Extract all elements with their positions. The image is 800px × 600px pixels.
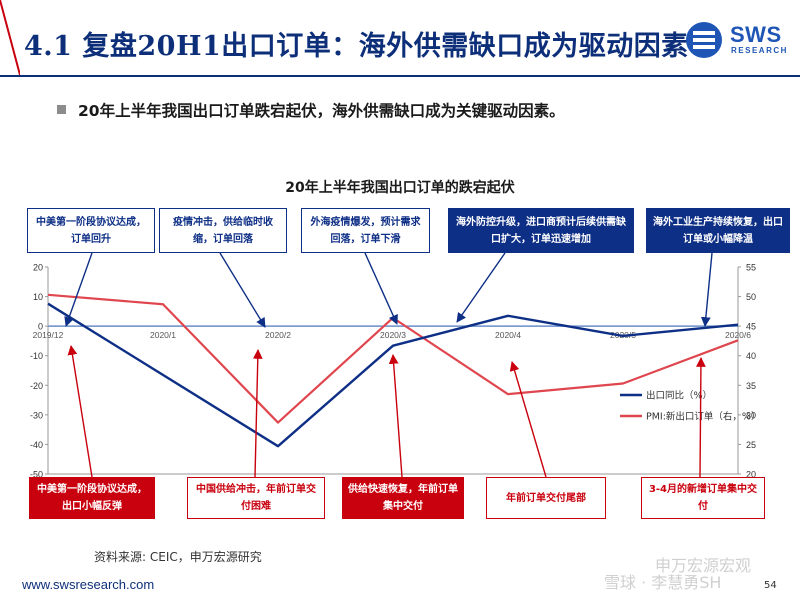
footer-url[interactable]: www.swsresearch.com: [22, 577, 155, 592]
y-left-tick-label: 0: [38, 322, 43, 332]
logo-text: SWS: [730, 22, 782, 47]
series-line-export-yoy: [47, 302, 739, 448]
annotation-bottom-3: 供给快速恢复，年前订单集中交付: [342, 477, 464, 519]
annotation-bottom-arrow: [388, 354, 403, 478]
annotation-bottom-1: 中美第一阶段协议达成，出口小幅反弹: [29, 477, 155, 519]
x-tick-label: 2020/1: [150, 330, 176, 340]
y-right-tick-label: 30: [746, 410, 756, 420]
annotation-top-arrow: [456, 252, 506, 323]
y-left-tick-label: -40: [30, 440, 43, 450]
header-rule: [0, 75, 800, 77]
source-note: 资料来源: CEIC，申万宏源研究: [94, 550, 262, 564]
y-right-tick-label: 50: [746, 292, 756, 302]
y-right-tick-label: 40: [746, 351, 756, 361]
y-left-tick-label: -10: [30, 351, 43, 361]
x-tick-label: 2020/2: [265, 330, 291, 340]
annotation-top-3: 外海疫情爆发，预计需求回落，订单下滑: [301, 208, 430, 253]
y-left-tick-label: 20: [33, 263, 43, 273]
annotation-bottom-4: 年前订单交付尾部: [486, 477, 606, 519]
annotation-top-2: 疫情冲击，供给临时收缩，订单回落: [159, 208, 287, 253]
legend-label-pmi: PMI:新出口订单（右，%）: [646, 411, 760, 423]
legend-label-export-yoy: 出口同比（%）: [646, 390, 712, 402]
annotation-bottom-arrow: [696, 357, 706, 478]
x-tick-label: 2020/6: [725, 330, 751, 340]
y-right-tick-label: 25: [746, 440, 756, 450]
watermark-line1: 申万宏源宏观: [655, 556, 752, 575]
bullet-text: 20年上半年我国出口订单跌宕起伏，海外供需缺口成为关键驱动因素。: [78, 102, 565, 120]
page-number: 54: [764, 580, 777, 591]
annotation-bottom-5: 3-4月的新增订单集中交付: [641, 477, 765, 519]
annotation-top-4: 海外防控升级，进口商预计后续供需缺口扩大，订单迅速增加: [448, 208, 634, 253]
annotation-top-arrow: [219, 252, 266, 328]
y-left-tick-label: -30: [30, 410, 43, 420]
annotation-bottom-arrow: [509, 361, 547, 478]
logo-subtext: RESEARCH: [731, 46, 788, 55]
y-right-tick-label: 45: [746, 322, 756, 332]
watermark-line2: 雪球 · 李慧勇SH: [604, 573, 722, 592]
annotation-top-arrow: [364, 252, 398, 325]
chart-title: 20年上半年我国出口订单的跌宕起伏: [285, 179, 514, 196]
annotation-bottom-2: 中国供给冲击，年前订单交付困难: [187, 477, 325, 519]
sws-logo-icon: [686, 22, 722, 58]
sws-logo: SWS RESEARCH: [684, 20, 788, 60]
x-tick-label: 2020/4: [495, 330, 521, 340]
annotation-top-5: 海外工业生产持续恢复，出口订单或小幅降温: [646, 208, 790, 253]
header-accent-line: [0, 0, 20, 75]
page-title: 4.1 复盘20H1出口订单：海外供需缺口成为驱动因素: [24, 31, 689, 62]
x-tick-label: 2019/12: [33, 330, 64, 340]
y-right-tick-label: 55: [746, 263, 756, 273]
y-left-tick-label: 10: [33, 292, 43, 302]
annotation-bottom-arrow: [67, 345, 93, 478]
bullet-square-icon: [57, 105, 66, 114]
annotation-top-arrow: [700, 252, 713, 327]
y-right-tick-label: 20: [746, 470, 756, 480]
annotation-bottom-arrow: [252, 349, 263, 478]
y-right-tick-label: 35: [746, 381, 756, 391]
annotation-top-1: 中美第一阶段协议达成，订单回升: [27, 208, 155, 253]
y-left-tick-label: -20: [30, 381, 43, 391]
x-tick-label: 2020/3: [380, 330, 406, 340]
y-left-tick-label: -50: [30, 470, 43, 480]
annotation-top-arrow: [64, 252, 93, 327]
